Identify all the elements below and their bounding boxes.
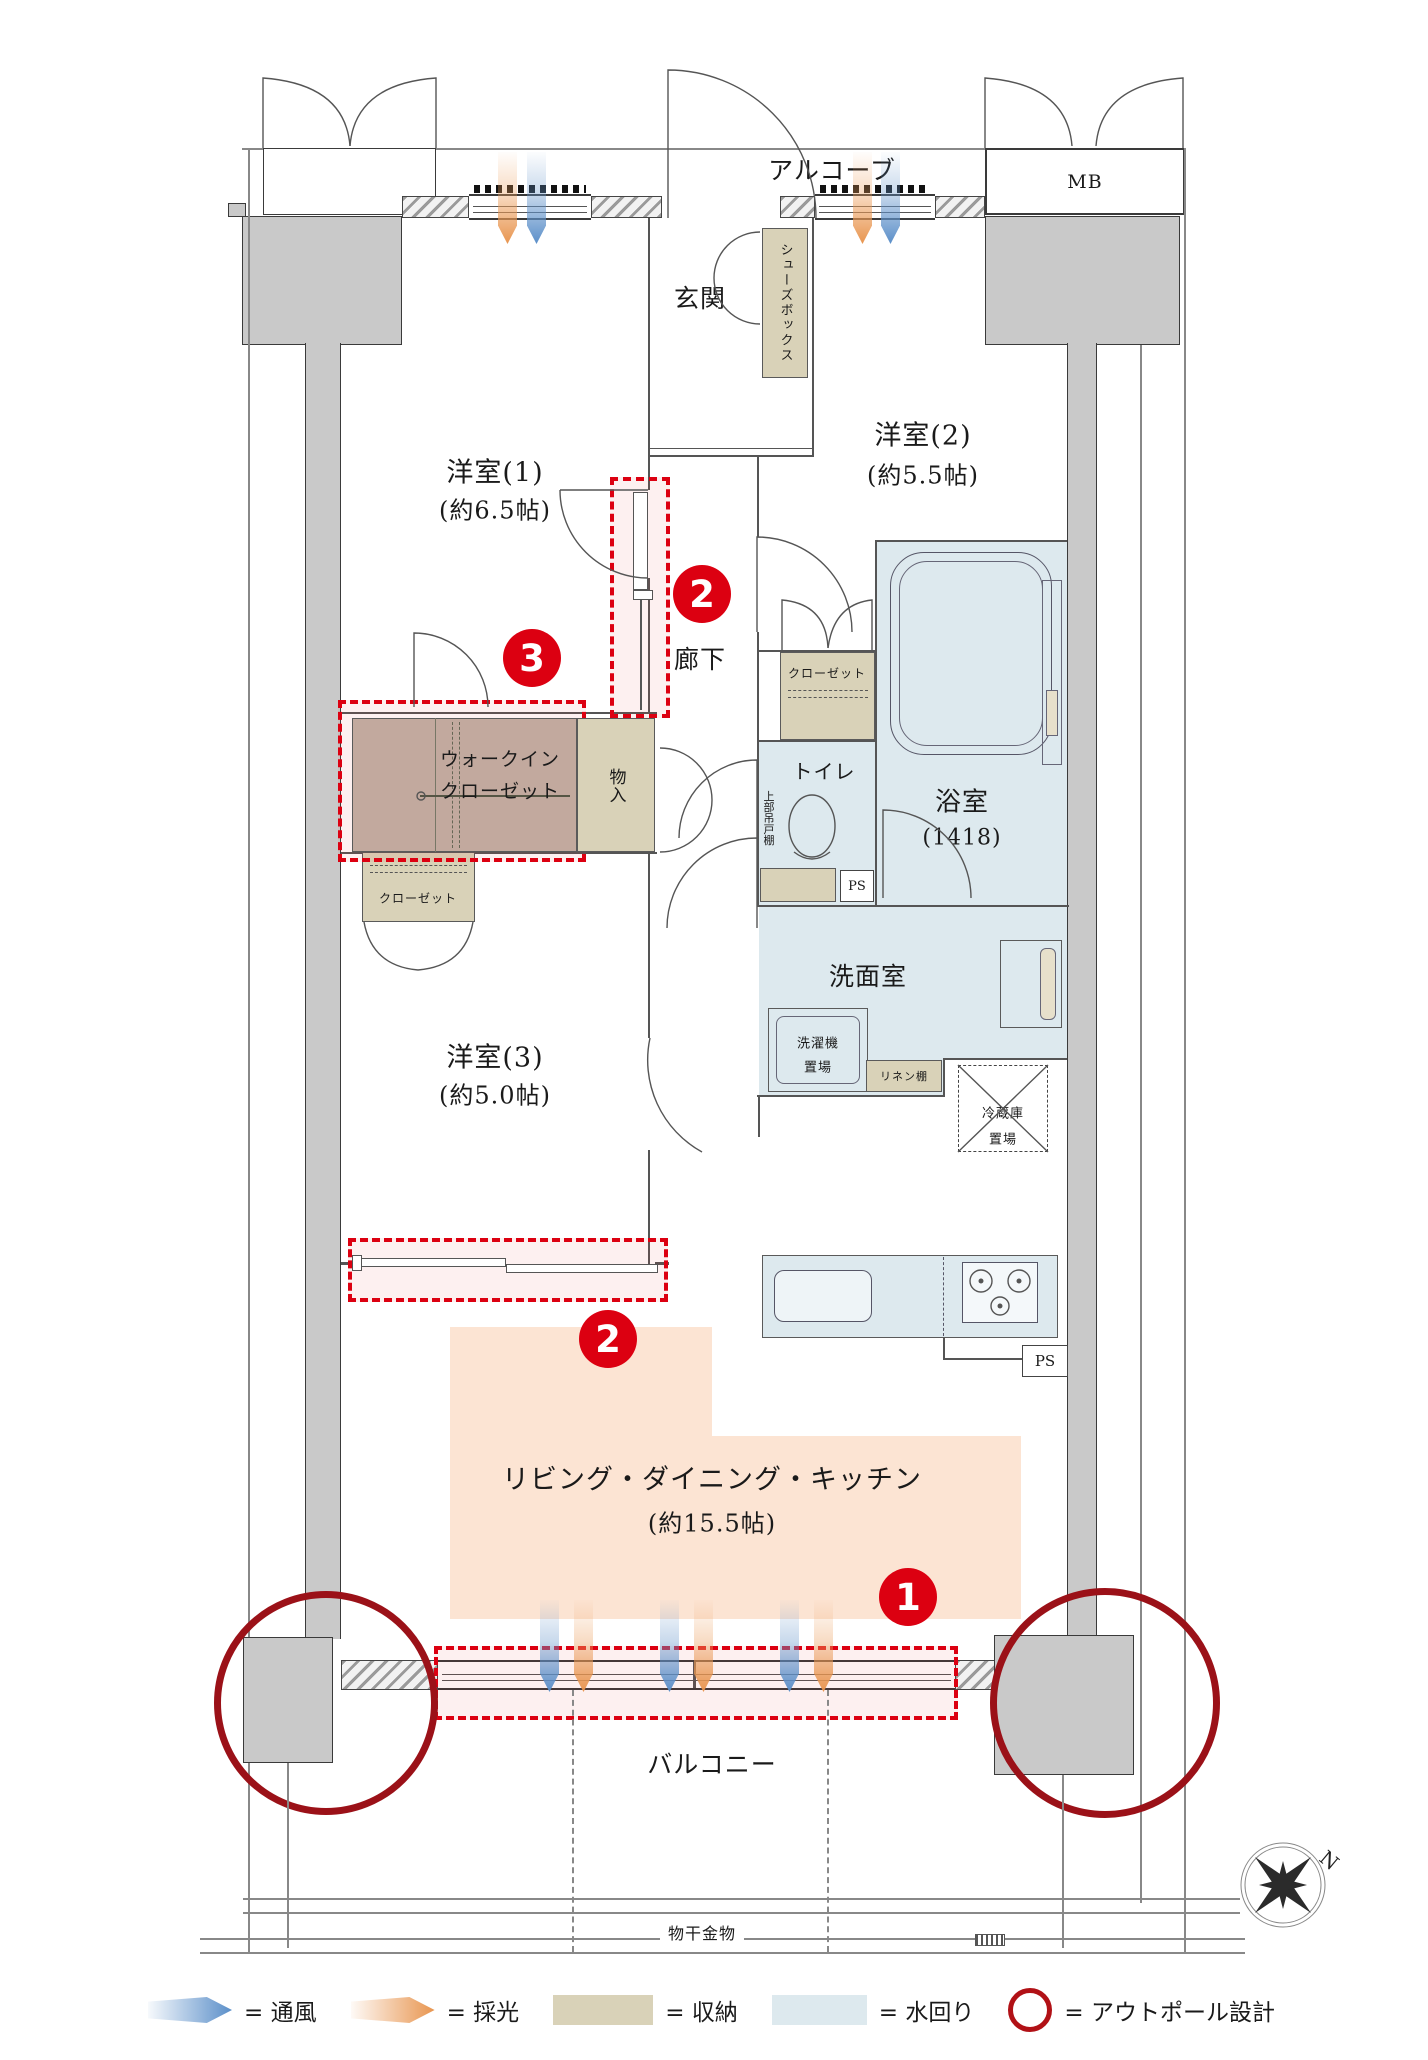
balcony-railing [243, 1898, 1240, 1900]
badge-2-lower: 2 [579, 1310, 637, 1368]
w3-size: (約5.0帖) [439, 1081, 551, 1110]
kitchen-sink [774, 1270, 872, 1322]
legend-outpole-label: = アウトポール設計 [1064, 2000, 1275, 2026]
legend-water-swatch [771, 1995, 867, 2025]
badge-2-upper: 2 [673, 565, 731, 623]
monoire-box [577, 718, 655, 852]
daylight-arrow-icon [498, 152, 517, 244]
badge-1: 1 [879, 1568, 937, 1626]
ps-box-toilet: PS [840, 870, 874, 902]
daylight-arrow-icon [694, 1600, 713, 1692]
closet-w2-label: クローゼット [787, 666, 867, 681]
bath-size: (1418) [922, 825, 1002, 851]
legend-storage-label: = 収納 [665, 2000, 738, 2026]
fridge-label-1: 冷蔵庫 [979, 1102, 1027, 1122]
shoes-box-label: シューズボックス [777, 243, 793, 363]
upper-shelf-label: 上部吊戸棚 [762, 790, 775, 846]
legend-storage-swatch [553, 1995, 654, 2025]
wall-hatch [402, 196, 469, 218]
wic-label-2: クローゼット [439, 780, 561, 803]
w1-size: (約6.5帖) [439, 496, 551, 525]
w1-label: 洋室(1) [446, 457, 544, 489]
wind-arrow-icon [881, 152, 900, 244]
kitchen-stove [962, 1262, 1038, 1323]
legend-wind-arrow-icon [148, 1997, 232, 2023]
vent-strip-w2 [820, 185, 930, 193]
alcove-label: アルコーブ [768, 156, 896, 185]
right-edge-line2 [1184, 148, 1186, 1954]
bathtub [890, 552, 1052, 755]
w3-label: 洋室(3) [446, 1042, 544, 1074]
left-edge-line [248, 148, 250, 1954]
legend: = 通風 = 採光 = 収納 = 水回り = アウトポール設計 [148, 1984, 1338, 2036]
daylight-arrow-icon [814, 1600, 833, 1692]
mb-label: MB [1067, 171, 1103, 193]
walk-in-closet [352, 718, 577, 852]
linen-shelf [866, 1060, 942, 1092]
wall-hatch [935, 196, 985, 218]
pillar-tab [228, 203, 246, 217]
wall-hatch [780, 196, 815, 218]
w2-size: (約5.5帖) [867, 461, 979, 490]
closet-w3-rail [370, 865, 467, 873]
daylight-arrow-icon [574, 1600, 593, 1692]
closet-w2 [780, 652, 875, 740]
closet-w3-label: クローゼット [378, 891, 458, 906]
wic-label-1: ウォークイン [439, 748, 561, 771]
washroom-label: 洗面室 [828, 962, 908, 991]
trunk-box [263, 148, 436, 215]
pillar-top-left [242, 216, 402, 345]
laundry-label-2: 置場 [803, 1060, 833, 1076]
mb-box [985, 148, 1185, 215]
ldk-label: リビング・ダイニング・キッチン [502, 1464, 922, 1496]
laundry-label-1: 洗濯機 [796, 1036, 840, 1052]
ldk-size: (約15.5帖) [647, 1509, 777, 1538]
toilet-shelf [760, 868, 836, 902]
wall-hatch [591, 196, 662, 218]
legend-daylight-label: = 採光 [446, 2000, 520, 2026]
wind-arrow-icon [780, 1600, 799, 1692]
monoire-label: 物入 [605, 768, 626, 804]
balcony-label: バルコニー [647, 1750, 777, 1779]
legend-water-label: = 水回り [878, 2000, 975, 2026]
drain-grille [975, 1934, 1005, 1946]
ldk-highlight-a [450, 1327, 712, 1619]
bath-shelf [1046, 690, 1058, 736]
laundry-space [768, 1008, 868, 1092]
right-edge-line1 [1140, 345, 1142, 1903]
closet-w2-rail [788, 690, 868, 698]
corridor-label: 廊下 [673, 645, 727, 674]
left-wall [305, 343, 341, 1639]
laundry-hw-label: 物干金物 [659, 1920, 745, 1944]
legend-daylight-arrow-icon [350, 1997, 435, 2023]
genkan-label: 玄関 [673, 284, 727, 313]
badge-3: 3 [503, 629, 561, 687]
shoes-box [762, 228, 808, 378]
outpole-circle-left [214, 1591, 438, 1815]
pillar-top-right [985, 216, 1180, 345]
toilet-label: トイレ [792, 759, 856, 784]
bathtub-inner [899, 561, 1043, 746]
closet-w3 [362, 852, 475, 922]
right-wall [1067, 343, 1097, 1639]
wind-arrow-icon [660, 1600, 679, 1692]
bath-counter [1042, 580, 1062, 765]
outpole-circle-right [990, 1588, 1220, 1818]
ldk-highlight-b [712, 1436, 1021, 1619]
compass-icon: N [1240, 1842, 1344, 1928]
linen-label: リネン棚 [880, 1070, 928, 1083]
daylight-arrow-icon [853, 152, 872, 244]
bath-label: 浴室 [934, 787, 990, 818]
wind-arrow-icon [527, 152, 546, 244]
legend-wind-label: = 通風 [244, 2000, 317, 2026]
wic-pipe [420, 795, 570, 797]
svg-text:N: N [1315, 1845, 1344, 1875]
wind-arrow-icon [540, 1600, 559, 1692]
w2-label: 洋室(2) [874, 420, 972, 452]
ps-box-kitchen: PS [1022, 1345, 1068, 1377]
fridge-label-2: 置場 [986, 1128, 1020, 1148]
window-w2 [815, 194, 935, 220]
legend-outpole-circle-icon [1008, 1988, 1053, 2032]
